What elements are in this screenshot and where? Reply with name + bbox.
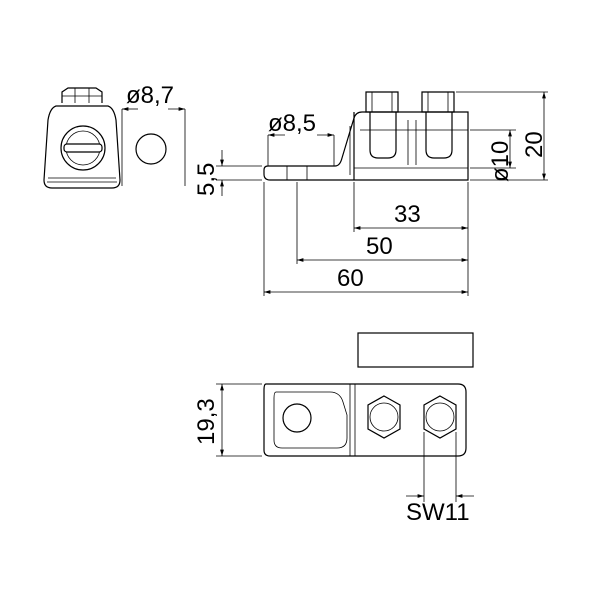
dim-60: 60	[263, 182, 468, 296]
dim-thickness: 5,5	[193, 150, 262, 196]
dim-33-value: 33	[394, 201, 421, 228]
dim-50: 50	[296, 182, 468, 264]
dim-width-value: 19,3	[193, 398, 220, 445]
side-view	[263, 91, 469, 181]
wire-section: ø8,7	[121, 82, 186, 186]
dim-33: 33	[353, 182, 469, 296]
dim-hole: ø8,5	[267, 110, 335, 166]
dim-width: 19,3	[193, 383, 262, 457]
dim-wrench-size-value: SW11	[406, 499, 470, 526]
dim-60-value: 60	[337, 265, 364, 292]
dim-wire-diameter: ø8,7	[126, 82, 174, 109]
dim-body-diameter: ø10	[470, 129, 516, 182]
end-view	[43, 87, 121, 189]
top-view	[263, 332, 474, 457]
dim-height: 20	[456, 91, 548, 181]
dim-wrench-size: SW11	[406, 432, 474, 526]
dim-hole-diameter: ø8,5	[268, 110, 316, 137]
dim-50-value: 50	[366, 233, 393, 260]
dim-thickness-value: 5,5	[193, 163, 220, 196]
dim-body-diameter-value: ø10	[487, 141, 514, 182]
dim-height-value: 20	[521, 131, 548, 158]
